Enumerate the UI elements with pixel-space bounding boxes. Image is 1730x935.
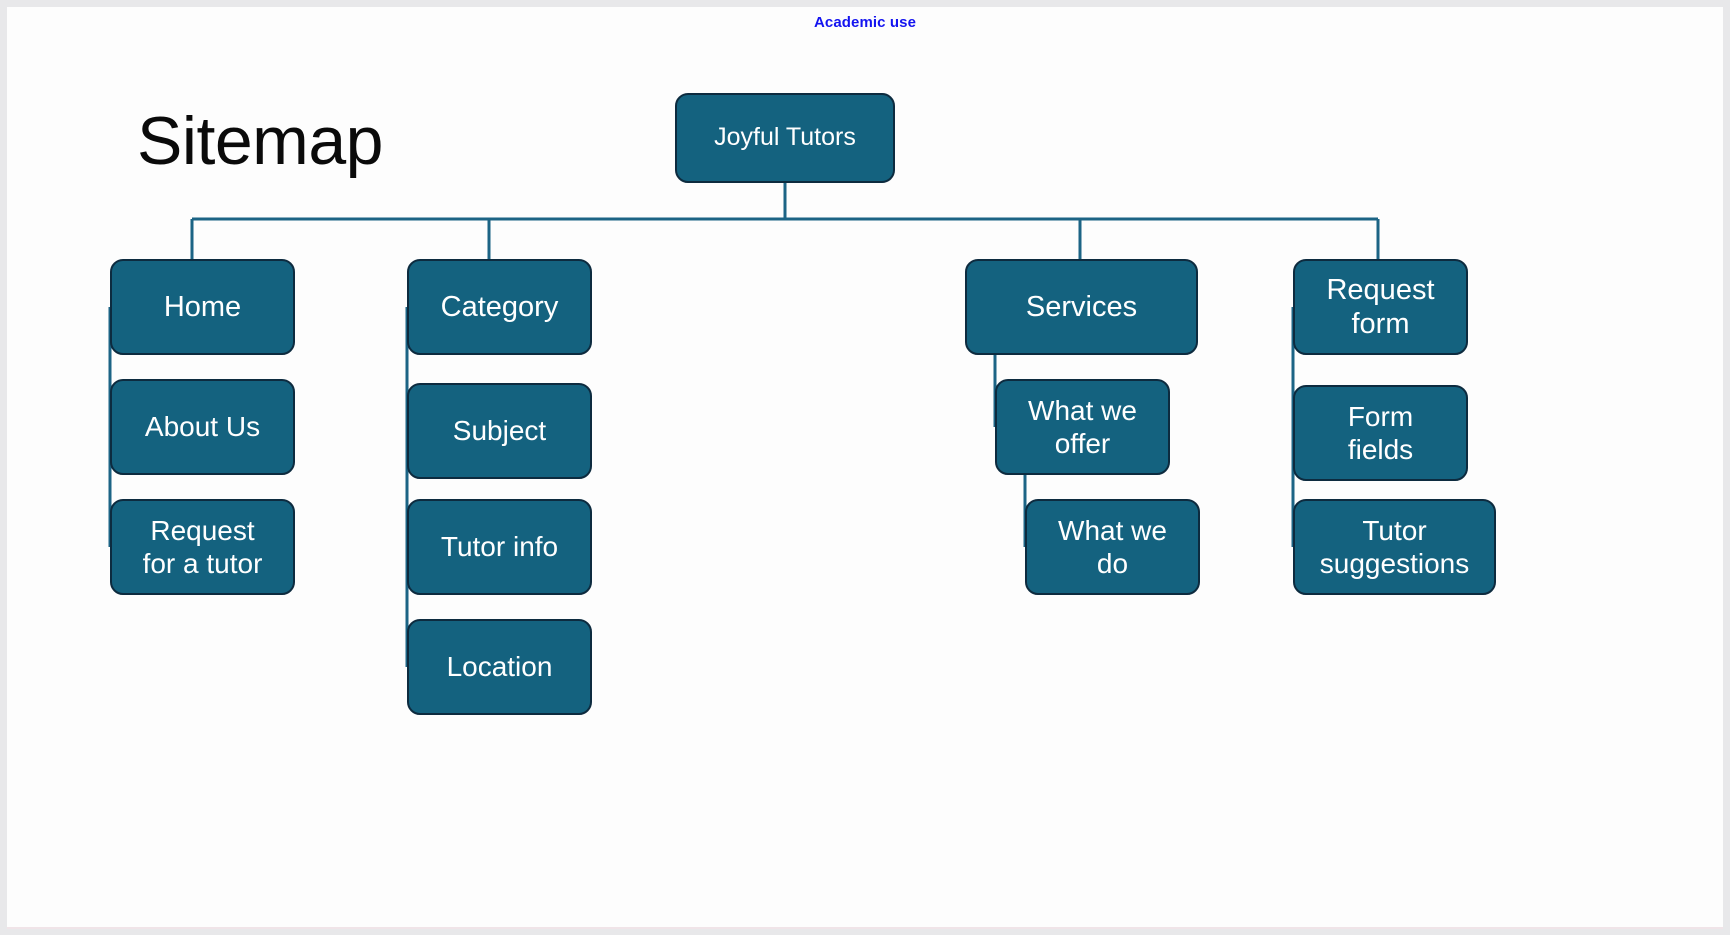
node-label: Request form [1326, 273, 1435, 340]
node-label: What we offer [1028, 394, 1137, 459]
node-subject[interactable]: Subject [407, 383, 592, 479]
node-label: Services [1025, 290, 1138, 323]
node-label: Home [163, 290, 242, 323]
node-label: Subject [452, 415, 547, 447]
node-label: Location [446, 651, 553, 683]
node-form-fields[interactable]: Form fields [1293, 385, 1468, 481]
node-about-us[interactable]: About Us [110, 379, 295, 475]
node-request-for-a-tutor[interactable]: Request for a tutor [110, 499, 295, 595]
page-title: Sitemap [137, 103, 383, 179]
node-home[interactable]: Home [110, 259, 295, 355]
node-request-form[interactable]: Request form [1293, 259, 1468, 355]
node-label: Tutor info [440, 531, 559, 563]
academic-use-watermark: Academic use [813, 14, 917, 31]
node-label: Joyful Tutors [714, 123, 856, 152]
node-label: Category [440, 290, 559, 323]
node-joyful-tutors[interactable]: Joyful Tutors [675, 93, 895, 183]
node-category[interactable]: Category [407, 259, 592, 355]
node-label: Request for a tutor [142, 514, 263, 579]
node-label: What we do [1058, 514, 1167, 579]
node-what-we-do[interactable]: What we do [1025, 499, 1200, 595]
node-tutor-info[interactable]: Tutor info [407, 499, 592, 595]
node-tutor-suggestions[interactable]: Tutor suggestions [1293, 499, 1496, 595]
node-label: About Us [144, 411, 261, 443]
node-label: Tutor suggestions [1319, 514, 1470, 579]
node-services[interactable]: Services [965, 259, 1198, 355]
node-label: Form fields [1347, 400, 1414, 465]
diagram-canvas: Academic use Sitemap Joyful Tuto [7, 7, 1723, 929]
node-location[interactable]: Location [407, 619, 592, 715]
node-what-we-offer[interactable]: What we offer [995, 379, 1170, 475]
